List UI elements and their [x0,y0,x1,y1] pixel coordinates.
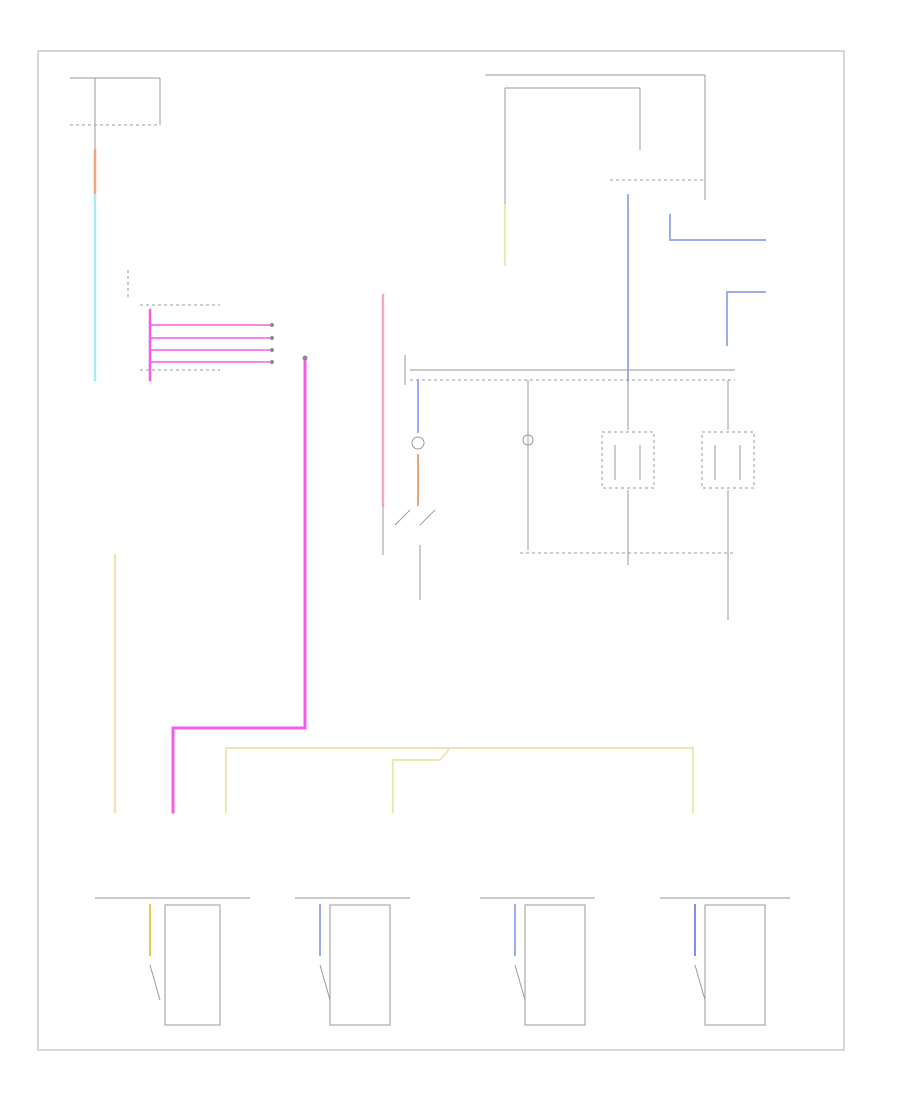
bus-upper [404,355,735,385]
fuse-block-left [70,77,161,150]
wire-pink-harness [148,308,307,814]
switch-block-upper [127,270,220,371]
wire-blue-right [627,194,766,381]
door-module-2 [295,897,410,1026]
door-module-3 [480,897,595,1026]
bus-lower [520,490,735,620]
wire-yellow-bottom [225,746,694,813]
door-module-1 [95,897,250,1026]
lamp-units [411,431,755,489]
fuse-block-right [485,74,706,205]
lamp-wires [417,379,729,550]
connector-dots [270,323,308,364]
door-module-4 [660,897,790,1026]
door-switch-center [382,505,436,600]
diagram-frame [37,50,845,1051]
